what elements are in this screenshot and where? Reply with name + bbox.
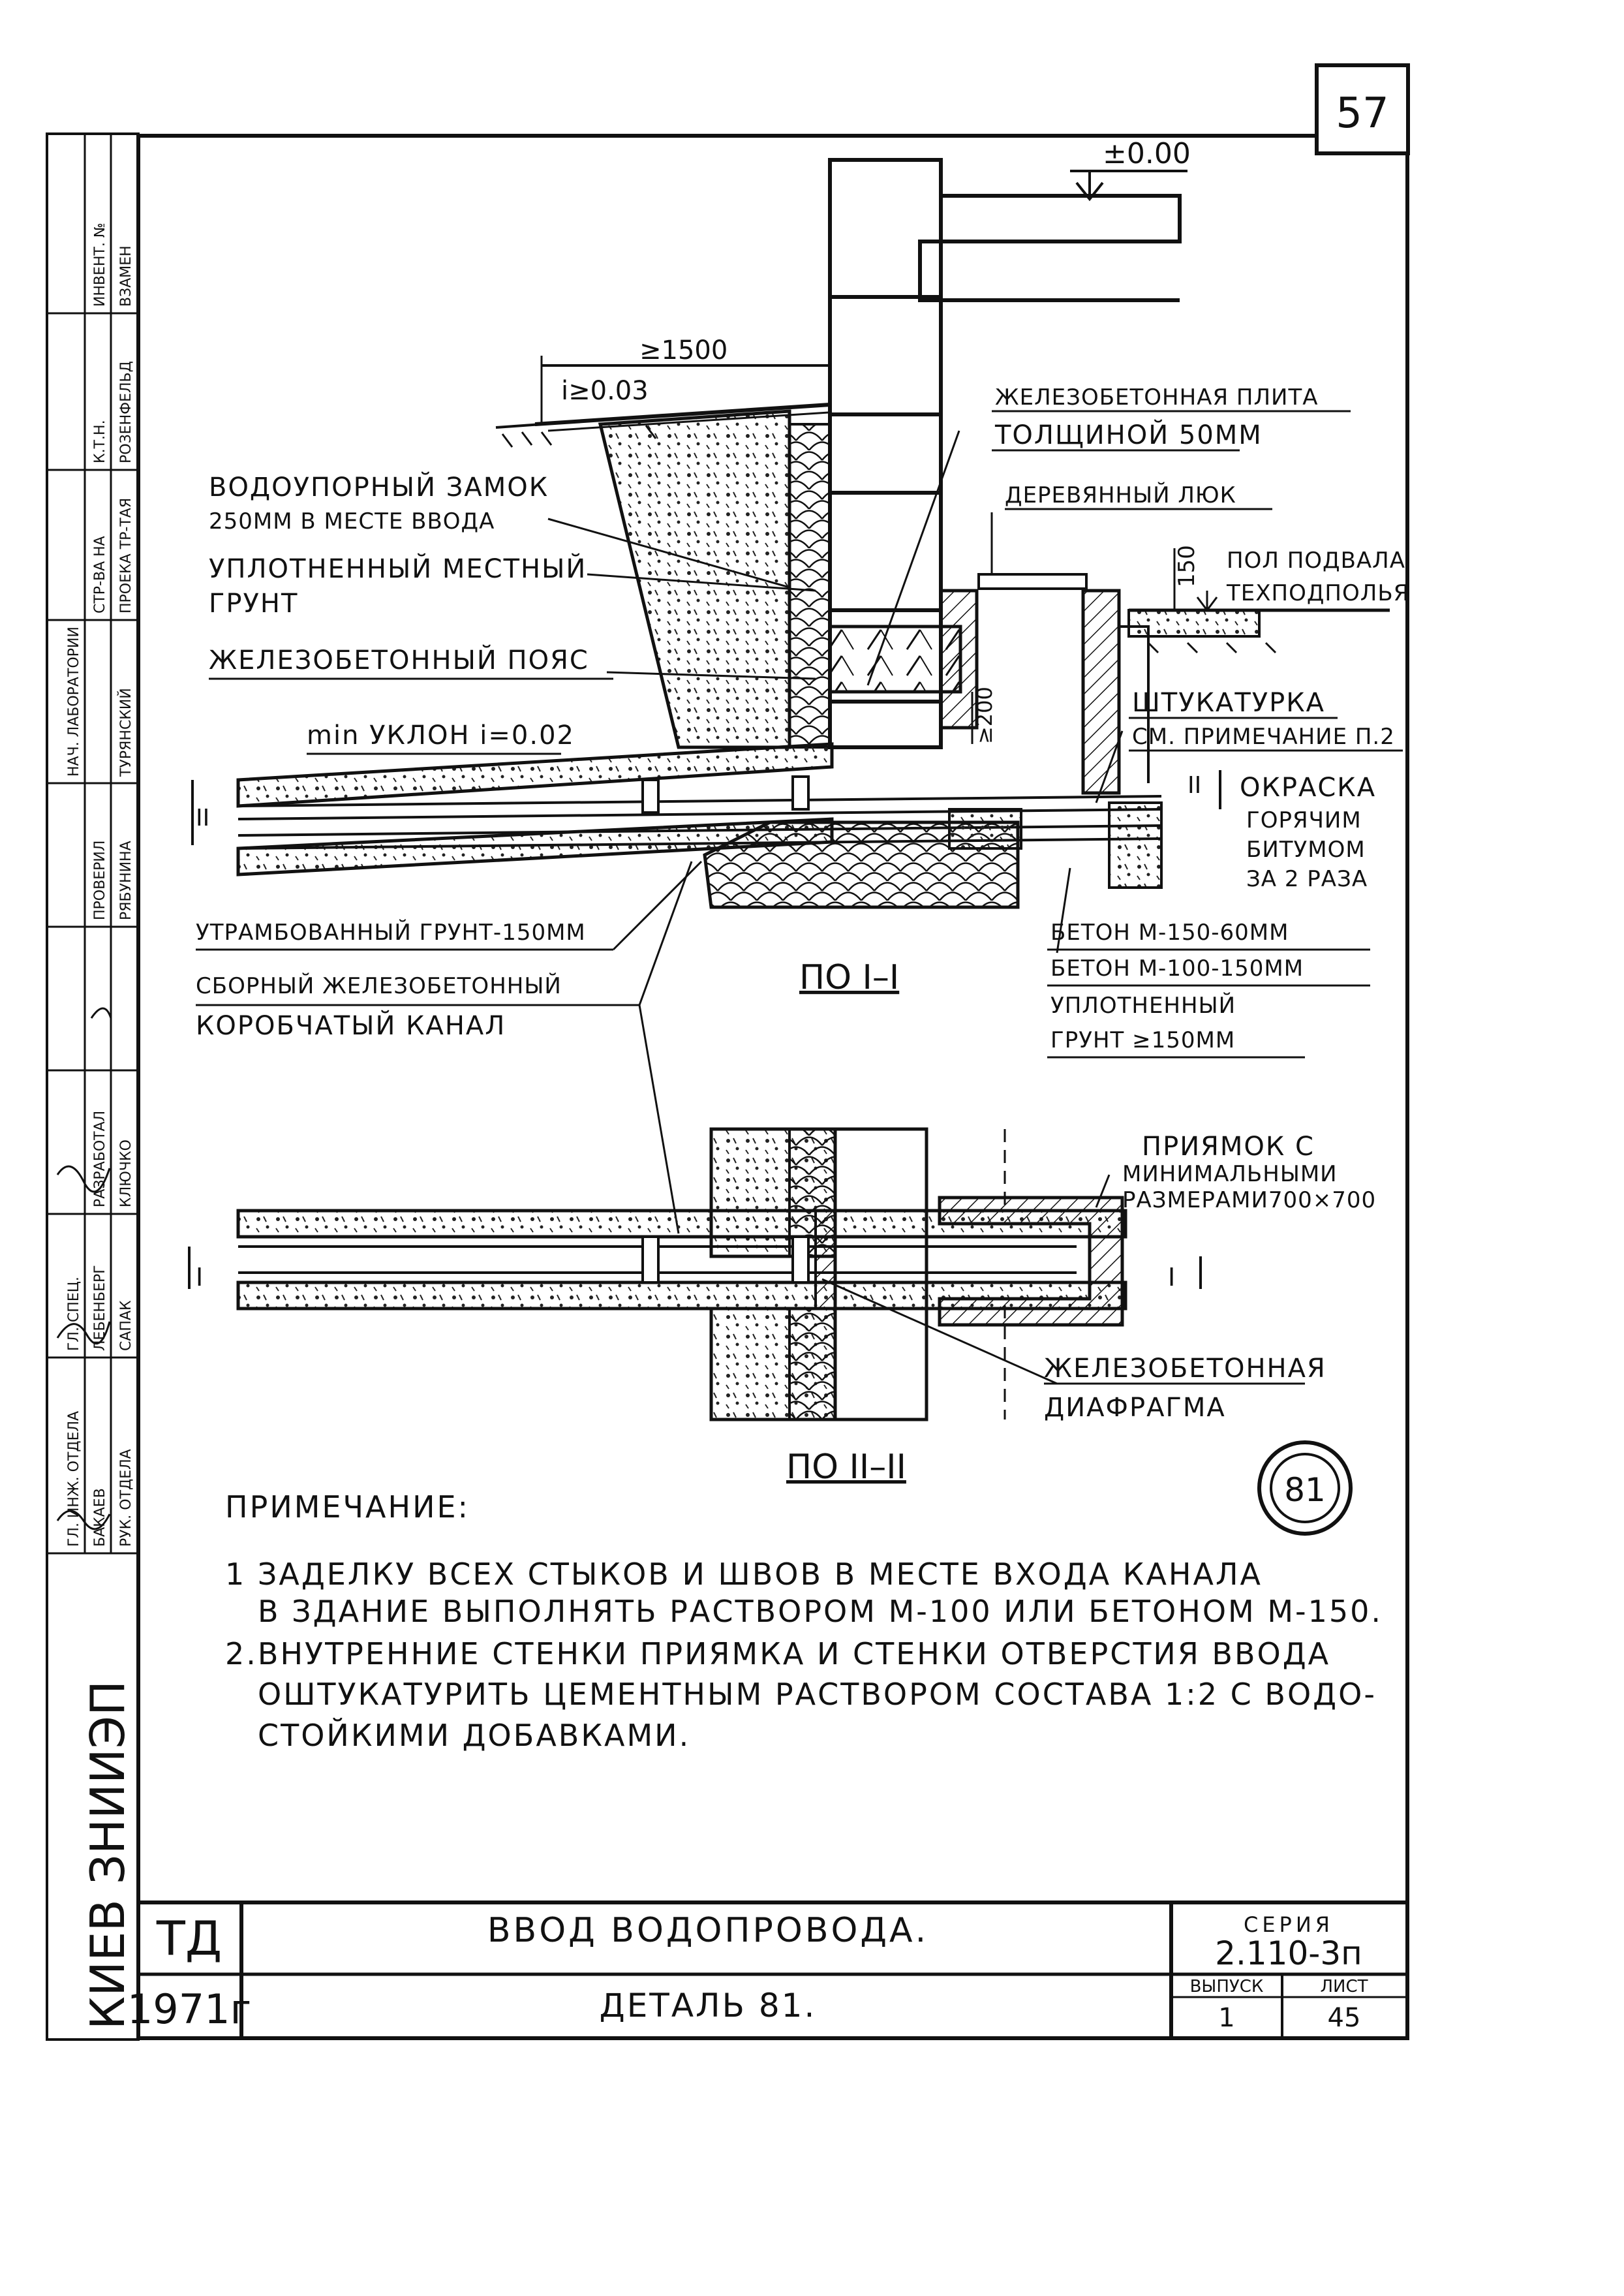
label-pol-2: ТЕХПОДПОЛЬЯ (1226, 580, 1409, 606)
label-grunt-1: УПЛОТНЕННЫЙ МЕСТНЫЙ (209, 553, 587, 584)
stamp-role-6: НАЧ. ЛАБОРАТОРИИ (66, 627, 82, 777)
label-diafragma-2: ДИАФРАГМА (1044, 1393, 1226, 1423)
label-okraska-1: ОКРАСКА (1240, 773, 1376, 803)
stamp-name-2: ЛЕБЕНБЕРГ (92, 1265, 108, 1351)
label-okraska-2: ГОРЯЧИМ (1246, 807, 1362, 833)
detail-mark: 81 (1257, 1440, 1353, 1536)
tb-sheet: 45 (1328, 2003, 1361, 2033)
notes-heading: ПРИМЕЧАНИЕ: (225, 1489, 470, 1525)
label-kanal-2: КОРОБЧАТЫЙ КАНАЛ (196, 1010, 506, 1041)
slope-top: i≥0.03 (561, 376, 649, 406)
tb-series: 2.110-3п (1215, 1934, 1362, 1972)
stamp-role-5: ПРОВЕРИЛ (92, 841, 108, 920)
label-luk: ДЕРЕВЯННЫЙ ЛЮК (1005, 482, 1236, 508)
label-diafragma-1: ЖЕЛЕЗОБЕТОННАЯ (1044, 1354, 1326, 1384)
label-plita-2: ТОЛЩИНОЙ 50ММ (994, 419, 1263, 450)
label-beton-4: ГРУНТ ≥150ММ (1050, 1027, 1235, 1053)
tb-issue-label: ВЫПУСК (1190, 1977, 1264, 1996)
tb-org: ТД (156, 1911, 222, 1966)
note-1a: 1 ЗАДЕЛКУ ВСЕХ СТЫКОВ И ШВОВ В МЕСТЕ ВХО… (225, 1557, 1263, 1592)
section-mark-left: II (196, 805, 209, 831)
detail-mark-number: 81 (1284, 1471, 1326, 1509)
tb-series-label: СЕРИЯ (1244, 1912, 1334, 1937)
note-2a: 2.ВНУТРЕННИЕ СТЕНКИ ПРИЯМКА И СТЕНКИ ОТВ… (225, 1636, 1330, 1671)
label-shtuk-1: ШТУКАТУРКА (1132, 688, 1325, 718)
stamp-name-9: ВЗАМЕН (118, 245, 134, 307)
label-vodoupor-1: ВОДОУПОРНЫЙ ЗАМОК (209, 471, 549, 503)
stamp-name-3: САПАК (118, 1300, 134, 1351)
label-priyamok-2: МИНИМАЛЬНЫМИ (1122, 1161, 1338, 1187)
dim-1500: ≥1500 (639, 335, 728, 365)
tb-issue: 1 (1218, 2003, 1234, 2033)
section-mark-1-right: I (1168, 1263, 1175, 1292)
label-priyamok-1: ПРИЯМОК С (1142, 1132, 1315, 1162)
label-kanal-1: СБОРНЫЙ ЖЕЛЕЗОБЕТОННЫЙ (196, 972, 562, 999)
stamp-name-8: РОЗЕНФЕЛЬД (118, 361, 134, 463)
labels-section-1: ВОДОУПОРНЫЙ ЗАМОК 250ММ В МЕСТЕ ВВОДА УП… (196, 384, 1409, 1059)
stamp-name-6: ТУРЯНСКИЙ (117, 688, 134, 777)
side-stamp: ГЛ. ИНЖ. ОТДЕЛА БАКАЕВ РУК. ОТДЕЛА ГЛ. С… (46, 132, 140, 2041)
note-2b: ОШТУКАТУРИТЬ ЦЕМЕНТНЫМ РАСТВОРОМ СОСТАВА… (258, 1677, 1377, 1712)
label-plita-1: ЖЕЛЕЗОБЕТОННАЯ ПЛИТА (995, 384, 1318, 411)
label-beton-3: УПЛОТНЕННЫЙ (1050, 992, 1236, 1019)
stamp-name-1: БАКАЕВ (92, 1488, 108, 1547)
label-okraska-3: БИТУМОМ (1246, 837, 1366, 863)
stamp-name-5: РЯБУНИНА (118, 841, 134, 920)
dim-150: 150 (1174, 545, 1200, 587)
section-mark-right: II (1187, 772, 1201, 799)
tb-subtitle: ДЕТАЛЬ 81. (600, 1987, 817, 2025)
label-beton-1: БЕТОН М-150-60ММ (1050, 920, 1289, 946)
dim-200: ≥200 (972, 687, 997, 744)
elevation-label: ±0.00 (1103, 137, 1191, 170)
label-uklon: min УКЛОН i=0.02 (307, 721, 575, 751)
stamp-role-3: ГЛ. СПЕЦ. (66, 1277, 82, 1351)
stamp-role-1: ГЛ. ИНЖ. ОТДЕЛА (66, 1411, 82, 1547)
note-2c: СТОЙКИМИ ДОБАВКАМИ. (258, 1718, 690, 1753)
section-mark-1-left: I (196, 1263, 203, 1292)
note-1b: В ЗДАНИЕ ВЫПОЛНЯТЬ РАСТВОРОМ М-100 ИЛИ Б… (258, 1594, 1383, 1629)
tb-year: 1971г (127, 1985, 251, 2033)
section-2-title: ПО II–II (786, 1448, 906, 1487)
stamp-city: КИЕВ ЗНИИЭП (80, 1681, 135, 2030)
label-priyamok-3: РАЗМЕРАМИ700×700 (1122, 1187, 1376, 1213)
section-2-2: I I ПО II–II (188, 1127, 1202, 1487)
notes: ПРИМЕЧАНИЕ: 1 ЗАДЕЛКУ ВСЕХ СТЫКОВ И ШВОВ… (225, 1489, 1383, 1753)
label-pol-1: ПОЛ ПОДВАЛА (1227, 548, 1405, 574)
stamp-role-7: СТР-ВА НА (92, 536, 108, 613)
stamp-role-2: РУК. ОТДЕЛА (118, 1449, 134, 1547)
labels-section-2: ПРИЯМОК С МИНИМАЛЬНЫМИ РАЗМЕРАМИ700×700 … (1044, 1132, 1376, 1423)
label-shtuk-2: СМ. ПРИМЕЧАНИЕ П.2 (1132, 724, 1395, 750)
stamp-name-4: КЛЮЧКО (118, 1140, 134, 1207)
stamp-name-7: ПРОЕКА ТР-ТАЯ (118, 498, 134, 613)
label-vodoupor-2: 250ММ В МЕСТЕ ВВОДА (209, 508, 495, 535)
label-beton-2: БЕТОН М-100-150ММ (1050, 955, 1304, 982)
stamp-role-9: ИНВЕНТ. № (92, 223, 108, 307)
label-poyas: ЖЕЛЕЗОБЕТОННЫЙ ПОЯС (209, 644, 589, 675)
page-number-box (1315, 63, 1410, 155)
tb-title: ВВОД ВОДОПРОВОДА. (487, 1911, 928, 1950)
label-utramb: УТРАМБОВАННЫЙ ГРУНТ-150ММ (196, 919, 586, 946)
label-grunt-2: ГРУНТ (209, 589, 298, 619)
label-okraska-4: ЗА 2 РАЗА (1246, 866, 1368, 892)
stamp-role-4: РАЗРАБОТАЛ (92, 1111, 108, 1207)
section-1-title: ПО I–I (799, 958, 899, 997)
tb-sheet-label: ЛИСТ (1320, 1977, 1368, 1996)
section-1-1: ±0.00 ≥1500 i≥0.03 150 (191, 137, 1390, 1234)
stamp-role-8: К.Т.Н. (92, 420, 108, 463)
page-number: 57 (1336, 89, 1388, 138)
title-block: ТД 1971г ВВОД ВОДОПРОВОДА. ДЕТАЛЬ 81. СЕ… (127, 1900, 1407, 2038)
